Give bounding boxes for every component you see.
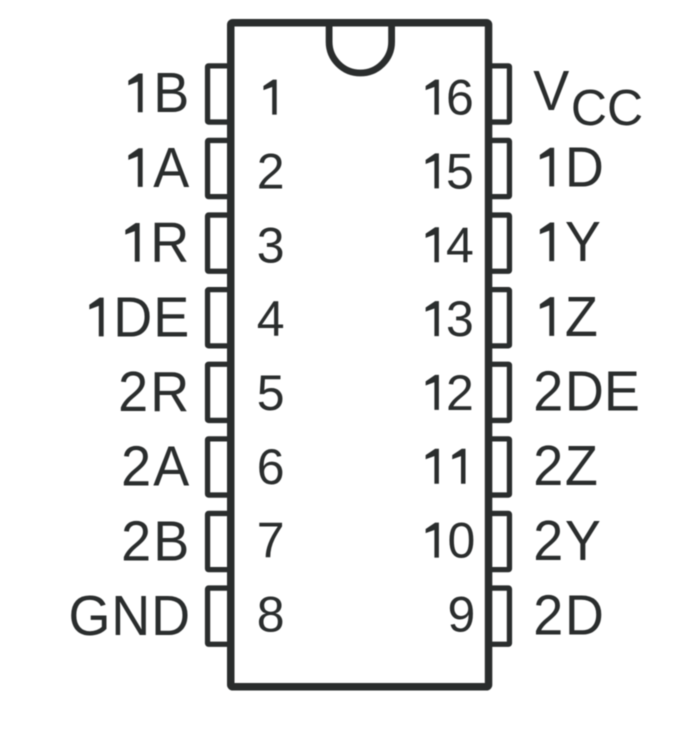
svg-text:4: 4 [257, 291, 285, 347]
svg-text:7: 7 [257, 513, 285, 569]
svg-text:2: 2 [121, 509, 151, 572]
svg-text:2: 2 [118, 360, 148, 423]
svg-text:A: A [153, 136, 189, 199]
svg-text:E: E [153, 285, 189, 348]
svg-text:B: B [153, 61, 189, 124]
svg-text:0: 0 [447, 513, 475, 569]
svg-text:2: 2 [121, 435, 151, 498]
svg-text:A: A [153, 435, 189, 498]
svg-text:8: 8 [257, 586, 285, 642]
svg-text:DE: DE [565, 359, 640, 422]
svg-text:4: 4 [446, 217, 474, 273]
svg-text:R: R [150, 360, 189, 423]
svg-text:Y: Y [565, 210, 601, 273]
svg-text:6: 6 [257, 439, 285, 495]
svg-text:D: D [565, 584, 604, 647]
svg-text:Y: Y [565, 509, 601, 572]
svg-text:GND: GND [69, 584, 191, 647]
svg-text:Z: Z [565, 434, 598, 497]
svg-text:3: 3 [257, 217, 285, 273]
svg-text:2: 2 [446, 365, 474, 421]
svg-text:Z: Z [565, 285, 598, 348]
svg-text:2: 2 [533, 359, 563, 422]
svg-text:R: R [150, 211, 189, 274]
svg-text:B: B [153, 509, 189, 572]
svg-text:V: V [533, 59, 569, 122]
svg-text:3: 3 [446, 291, 474, 347]
svg-text:2: 2 [257, 143, 285, 199]
svg-text:D: D [565, 135, 604, 198]
svg-text:2: 2 [533, 434, 563, 497]
svg-text:2: 2 [533, 584, 563, 647]
svg-text:D: D [113, 285, 152, 348]
svg-text:6: 6 [446, 70, 474, 126]
svg-text:9: 9 [447, 586, 475, 642]
svg-text:CC: CC [571, 78, 643, 136]
svg-text:5: 5 [257, 365, 285, 421]
svg-text:5: 5 [446, 143, 474, 199]
svg-text:2: 2 [533, 509, 563, 572]
